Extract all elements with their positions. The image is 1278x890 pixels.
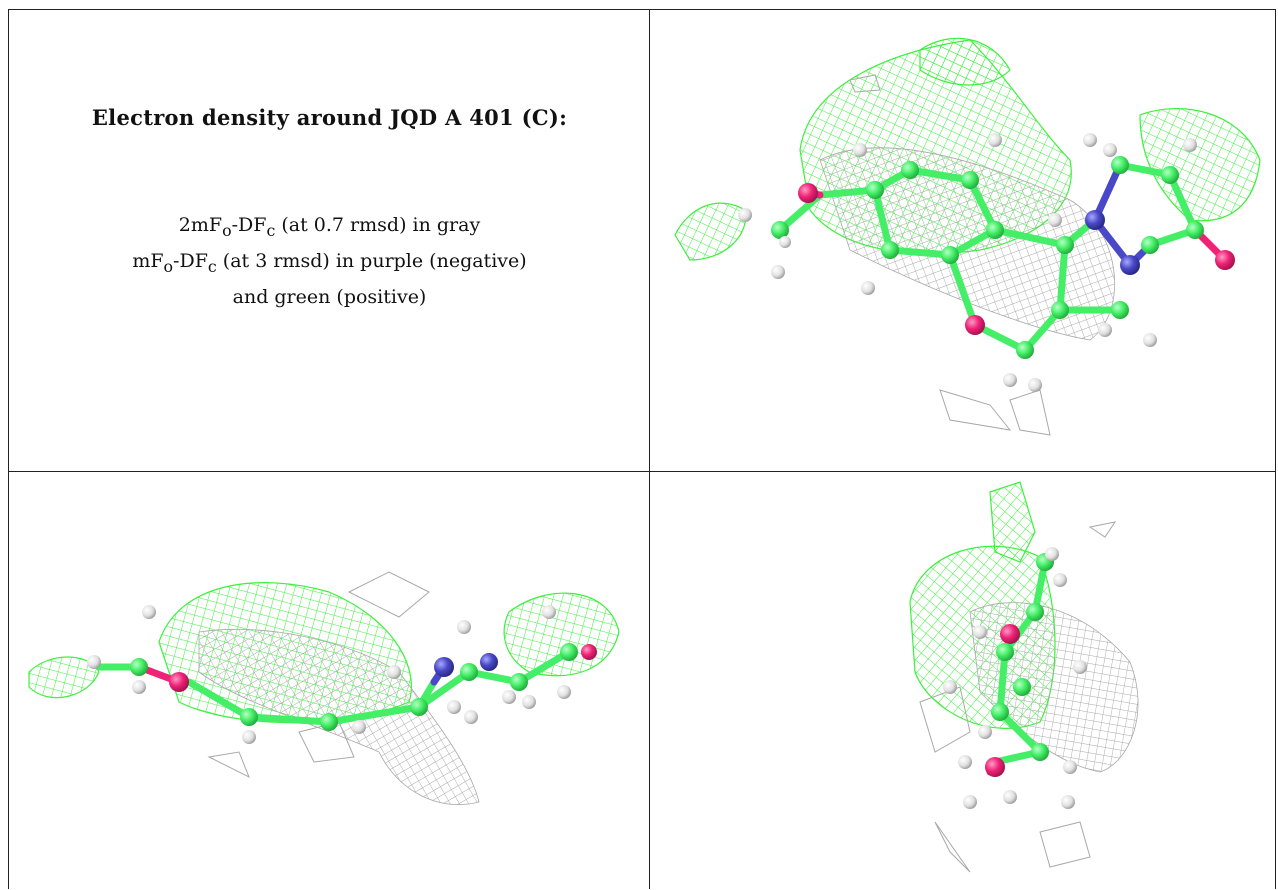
table-border-center (649, 9, 650, 889)
molecule-render-3 (909, 481, 1139, 873)
density-view-top-right (650, 10, 1275, 471)
table-border-right (1275, 9, 1276, 889)
caption-line-positive: and green (positive) (232, 285, 427, 308)
table-border-top (8, 9, 1276, 10)
page-title: Electron density around JQD A 401 (C): (91, 105, 568, 130)
molecule-render-1 (674, 37, 1261, 436)
density-view-bottom-right (650, 472, 1275, 889)
caption-line-difference: mFo-DFc (at 3 rmsd) in purple (negative) (132, 249, 527, 276)
table-border-middle (8, 471, 1276, 472)
density-caption: 2mFo-DFc (at 0.7 rmsd) in gray mFo-DFc (… (9, 210, 649, 313)
molecule-render-2 (28, 571, 620, 805)
figure-table: Electron density around JQD A 401 (C): 2… (8, 9, 1276, 889)
density-view-bottom-left (9, 472, 649, 889)
legend-cell: Electron density around JQD A 401 (C): 2… (9, 10, 649, 471)
table-border-left (8, 9, 9, 889)
caption-line-gray: 2mFo-DFc (at 0.7 rmsd) in gray (178, 214, 481, 240)
